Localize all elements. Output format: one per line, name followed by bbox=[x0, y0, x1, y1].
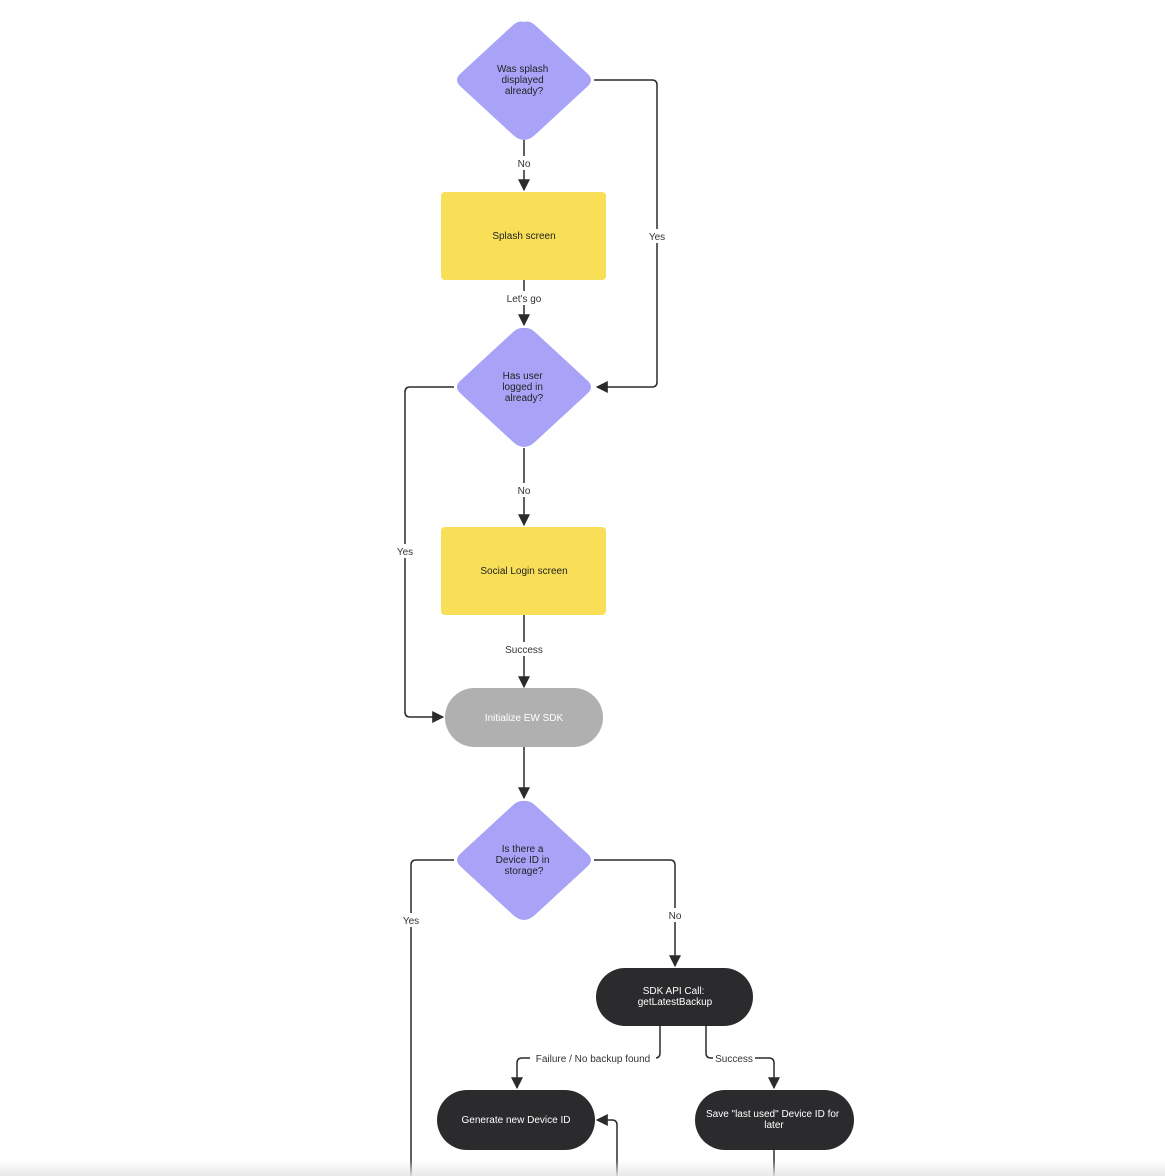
decision-login-text: Has user logged in already? bbox=[502, 371, 545, 404]
decision-device-line-3: storage? bbox=[505, 866, 544, 877]
edge-device-yes bbox=[410, 859, 454, 1176]
bottom-scroll-fade bbox=[0, 1160, 1165, 1176]
decision-login-line-3: already? bbox=[505, 393, 544, 404]
screen-splash[interactable]: Splash screen bbox=[441, 192, 606, 280]
screen-social-login-label: Social Login screen bbox=[480, 566, 567, 577]
label-splash-yes: Yes bbox=[649, 232, 665, 243]
decision-splash-line-3: already? bbox=[505, 86, 544, 97]
process-sdk-call-line-1: SDK API Call: bbox=[643, 986, 705, 997]
label-device-yes: Yes bbox=[403, 916, 419, 927]
decision-splash-line-1: Was splash bbox=[497, 64, 548, 75]
process-sdk-call-text: SDK API Call: getLatestBackup bbox=[638, 986, 713, 1008]
decision-splash-line-2: displayed bbox=[501, 75, 543, 86]
decision-device-text: Is there a Device ID in storage? bbox=[496, 844, 553, 877]
process-save-device-id[interactable]: Save "last used" Device ID for later bbox=[695, 1090, 854, 1150]
screen-social-login[interactable]: Social Login screen bbox=[441, 527, 606, 615]
label-backup-failure: Failure / No backup found bbox=[536, 1054, 651, 1065]
decision-login-line-1: Has user bbox=[503, 371, 544, 382]
label-backup-success: Success bbox=[715, 1054, 753, 1065]
label-lets-go: Let's go bbox=[507, 294, 542, 305]
label-device-no: No bbox=[669, 911, 682, 922]
process-sdk-call-line-2: getLatestBackup bbox=[638, 997, 713, 1008]
decision-user-logged-in[interactable]: Has user logged in already? bbox=[457, 327, 591, 447]
decision-device-line-2: Device ID in bbox=[496, 855, 550, 866]
process-initialize-sdk-label: Initialize EW SDK bbox=[485, 713, 564, 724]
process-save-id-line-1: Save "last used" Device ID for bbox=[706, 1109, 840, 1120]
label-login-yes: Yes bbox=[397, 547, 413, 558]
process-initialize-sdk[interactable]: Initialize EW SDK bbox=[445, 688, 603, 747]
decision-login-line-2: logged in bbox=[502, 382, 543, 393]
process-generate-device-id[interactable]: Generate new Device ID bbox=[437, 1090, 595, 1150]
process-generate-id-label: Generate new Device ID bbox=[462, 1115, 571, 1126]
decision-splash-text: Was splash displayed already? bbox=[497, 64, 551, 97]
decision-device-id-storage[interactable]: Is there a Device ID in storage? bbox=[457, 800, 591, 920]
label-login-success: Success bbox=[505, 645, 543, 656]
process-sdk-api-call[interactable]: SDK API Call: getLatestBackup bbox=[596, 968, 753, 1026]
process-save-id-line-2: later bbox=[764, 1120, 784, 1131]
edge-device-no bbox=[594, 859, 681, 968]
screen-splash-label: Splash screen bbox=[492, 231, 555, 242]
edge-loop-into-generate bbox=[595, 1114, 618, 1176]
process-save-id-text: Save "last used" Device ID for later bbox=[706, 1109, 842, 1131]
label-login-no: No bbox=[518, 486, 531, 497]
edge-labels: No Yes Let's go No Yes Success Yes No Fa… bbox=[391, 156, 755, 1065]
decision-device-line-1: Is there a bbox=[502, 844, 544, 855]
label-splash-no: No bbox=[518, 159, 531, 170]
decision-splash-displayed[interactable]: Was splash displayed already? bbox=[457, 21, 591, 141]
